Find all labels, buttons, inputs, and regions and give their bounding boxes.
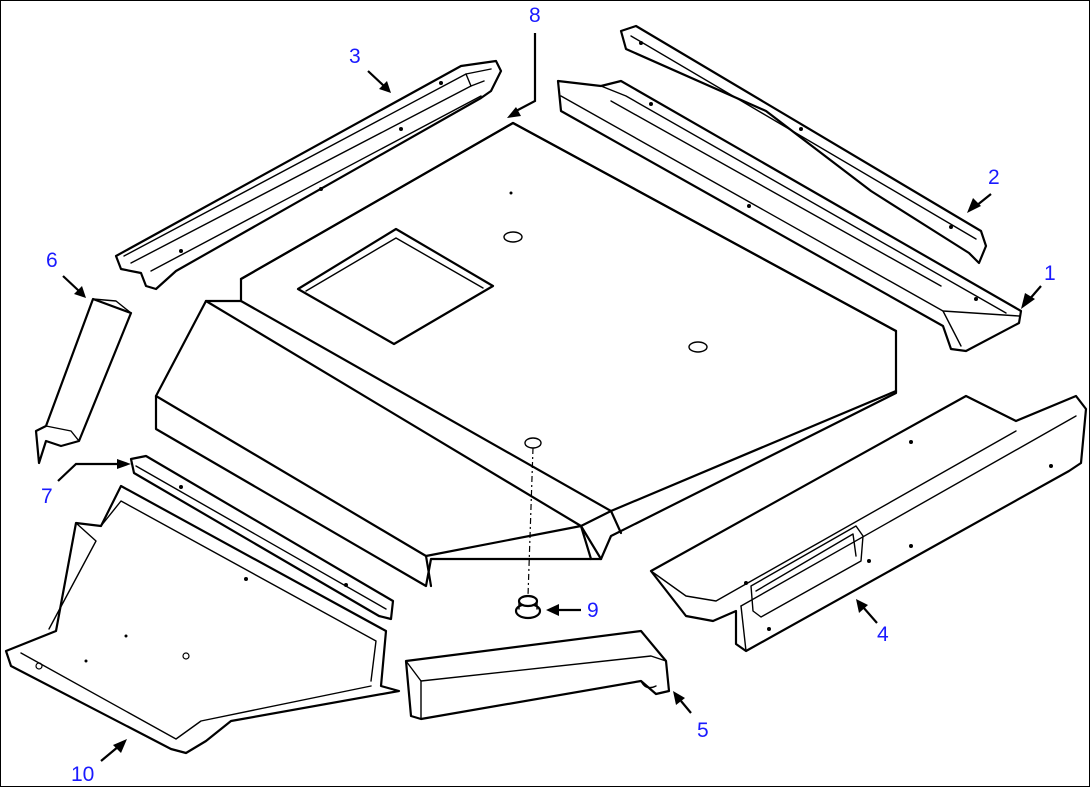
callout-2: 2 bbox=[988, 166, 1000, 189]
callout-9: 9 bbox=[587, 599, 599, 622]
part-6-angle bbox=[34, 297, 133, 465]
part-4-channel bbox=[649, 394, 1088, 653]
callout-7: 7 bbox=[41, 485, 53, 508]
part-7-strip bbox=[129, 454, 395, 621]
part-8-floor-plate bbox=[154, 121, 898, 597]
part-2-rail bbox=[619, 24, 988, 265]
part-9-grommet bbox=[514, 594, 542, 620]
callout-10: 10 bbox=[71, 763, 94, 786]
callout-4: 4 bbox=[877, 623, 889, 646]
part-5-bracket bbox=[404, 629, 671, 721]
callout-6: 6 bbox=[46, 249, 58, 272]
callout-8: 8 bbox=[529, 4, 541, 27]
part-1-channel bbox=[556, 79, 1023, 353]
callout-1: 1 bbox=[1044, 262, 1056, 285]
callout-5: 5 bbox=[697, 719, 709, 742]
part-3-rail bbox=[114, 59, 503, 291]
leader-arrows bbox=[57, 33, 1042, 762]
callout-3: 3 bbox=[349, 45, 361, 68]
part-10-pan bbox=[4, 484, 401, 755]
